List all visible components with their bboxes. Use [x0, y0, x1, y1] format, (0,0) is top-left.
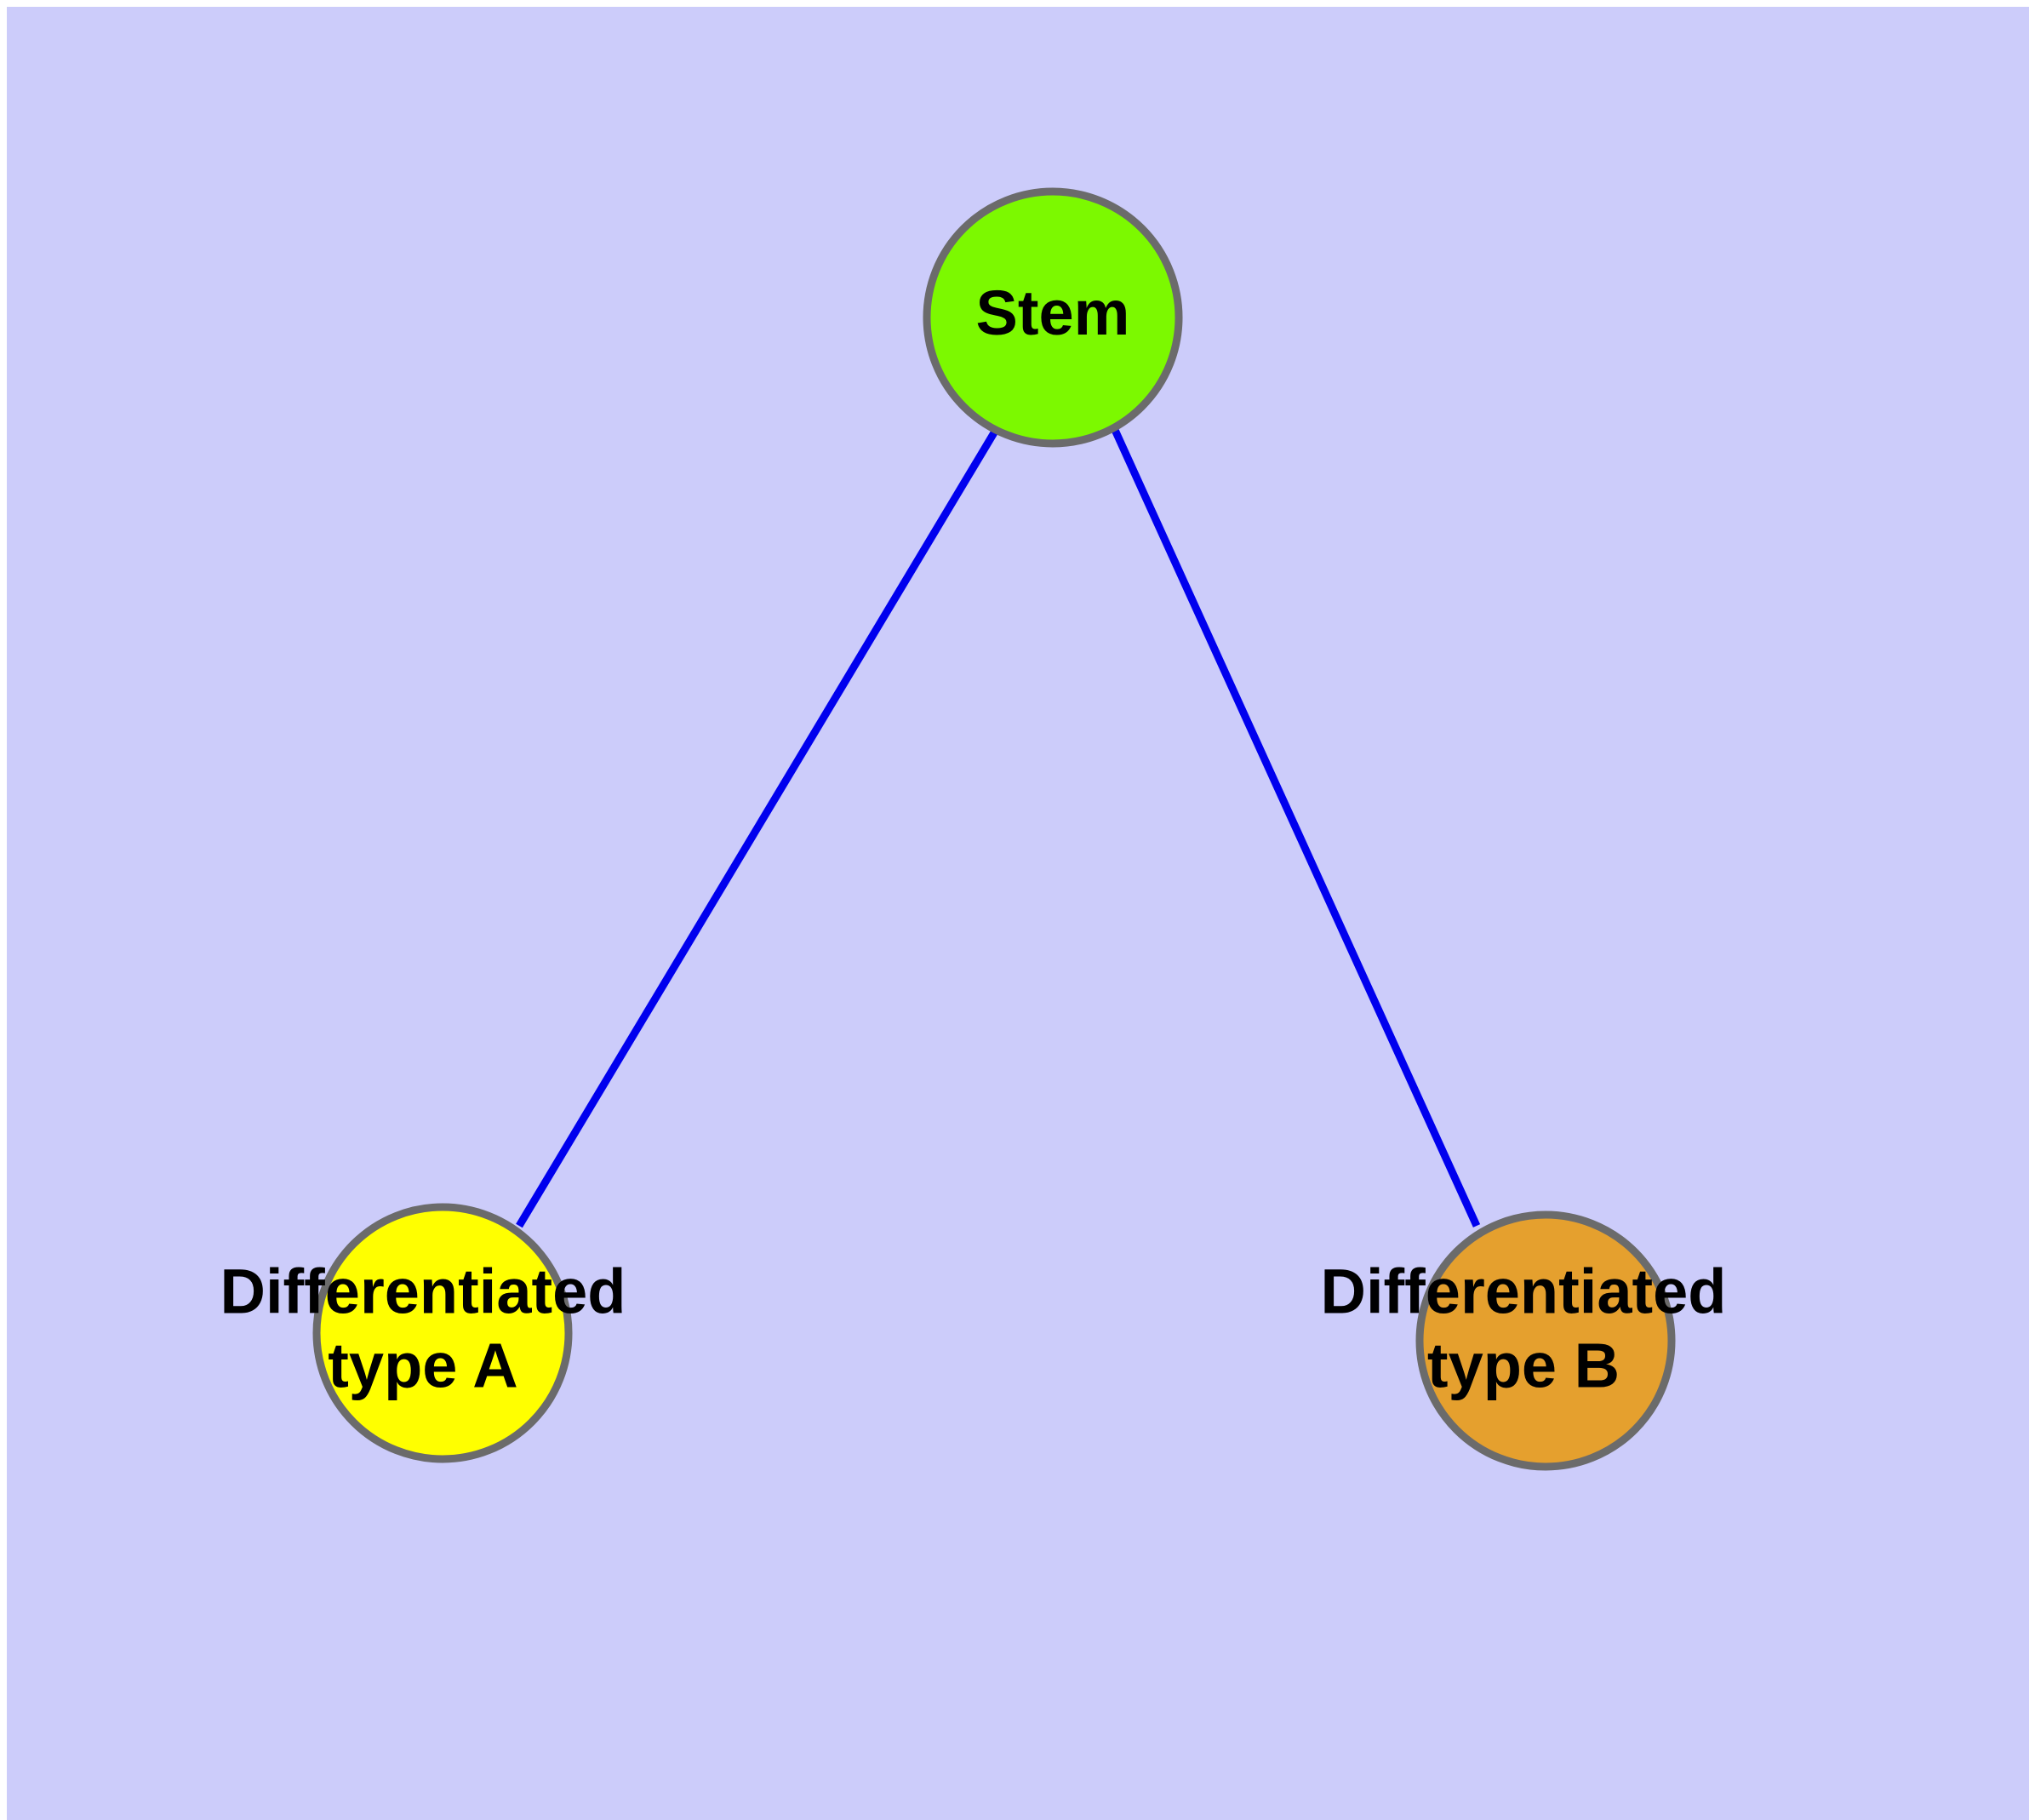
edge-stem-to-differentiated-type-b[interactable]	[1111, 428, 1481, 1228]
node-label-stem: Stem	[976, 278, 1130, 348]
node-label-line: Differentiated	[220, 1256, 626, 1326]
node-differentiated-type-b[interactable]	[1415, 1210, 1676, 1471]
node-label-line: Stem	[976, 278, 1130, 348]
node-layer	[312, 187, 1676, 1471]
edge-layer	[516, 427, 1481, 1228]
node-label-line: Differentiated	[1321, 1256, 1727, 1326]
node-label-line: type B	[1427, 1330, 1620, 1400]
edge-stem-to-differentiated-type-a[interactable]	[516, 427, 999, 1228]
node-stem[interactable]	[923, 187, 1183, 448]
node-differentiated-type-a[interactable]	[312, 1203, 573, 1463]
node-label-line: type A	[328, 1330, 517, 1400]
